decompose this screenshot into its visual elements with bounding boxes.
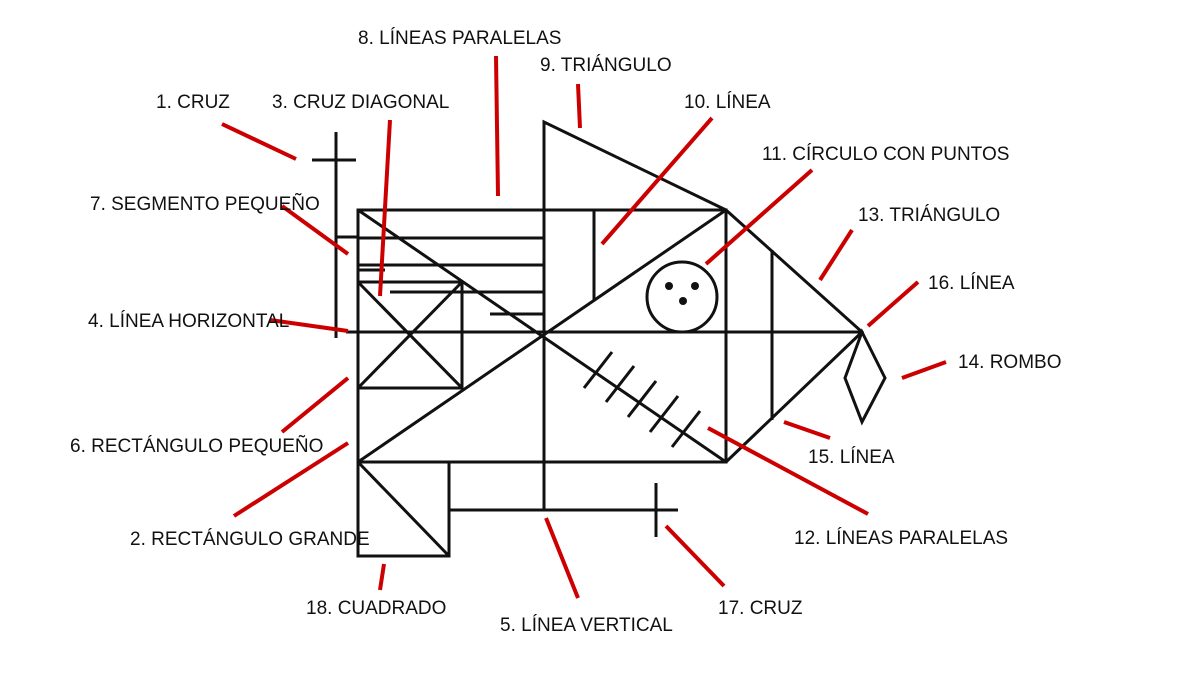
leader-14 — [901, 360, 947, 380]
label-4: 4. LÍNEA HORIZONTAL — [88, 311, 289, 332]
circle-with-dots — [645, 260, 719, 334]
diagonal-bottom-left-to-top-right — [357, 208, 727, 464]
bottom-square-diagonal — [356, 460, 451, 558]
hatch-3 — [626, 380, 658, 418]
hatch-5 — [670, 410, 702, 448]
label-17: 17. CRUZ — [718, 598, 803, 619]
dot-3 — [679, 297, 687, 305]
complex-figure — [312, 119, 887, 558]
leader-9 — [576, 83, 582, 129]
label-1: 1. CRUZ — [156, 92, 230, 113]
hatch-2 — [604, 365, 636, 403]
leader-8 — [494, 55, 500, 197]
leader-lines — [221, 55, 947, 599]
labels: 1. CRUZ 2. RECTÁNGULO GRANDE 3. CRUZ DIA… — [70, 28, 1061, 636]
rhombus — [843, 328, 887, 426]
leader-16 — [866, 280, 920, 328]
label-8: 8. LÍNEAS PARALELAS — [358, 28, 561, 49]
leader-17 — [664, 524, 726, 588]
dot-1 — [665, 282, 673, 290]
label-10: 10. LÍNEA — [684, 92, 771, 113]
hatch-1 — [582, 351, 614, 389]
label-9: 9. TRIÁNGULO — [540, 55, 672, 76]
label-15: 15. LÍNEA — [808, 447, 895, 468]
label-2: 2. RECTÁNGULO GRANDE — [130, 529, 370, 550]
label-6: 6. RECTÁNGULO PEQUEÑO — [70, 435, 323, 457]
dot-2 — [691, 282, 699, 290]
hatch-4 — [648, 395, 680, 433]
leader-18 — [378, 563, 386, 591]
leader-10 — [600, 116, 714, 246]
label-13: 13. TRIÁNGULO — [858, 205, 1000, 226]
small-rectangle — [356, 280, 464, 390]
leader-2 — [232, 441, 350, 518]
leader-5 — [544, 517, 580, 599]
top-triangle — [542, 119, 727, 212]
leader-7 — [280, 204, 350, 256]
diagonal-cross-b — [356, 280, 464, 390]
label-5: 5. LÍNEA VERTICAL — [500, 615, 673, 636]
label-3: 3. CRUZ DIAGONAL — [272, 92, 449, 113]
label-7: 7. SEGMENTO PEQUEÑO — [90, 193, 320, 215]
leader-15 — [783, 420, 831, 440]
leader-4 — [269, 318, 349, 333]
label-18: 18. CUADRADO — [306, 598, 446, 619]
leader-11 — [704, 168, 814, 266]
leader-3 — [378, 119, 392, 297]
label-16: 16. LÍNEA — [928, 273, 1015, 294]
leader-12 — [707, 426, 869, 516]
leader-13 — [818, 228, 854, 282]
leader-1 — [221, 122, 297, 161]
leader-6 — [280, 376, 350, 434]
label-12: 12. LÍNEAS PARALELAS — [794, 528, 1008, 549]
label-14: 14. ROMBO — [958, 352, 1061, 373]
label-11: 11. CÍRCULO CON PUNTOS — [762, 144, 1009, 165]
